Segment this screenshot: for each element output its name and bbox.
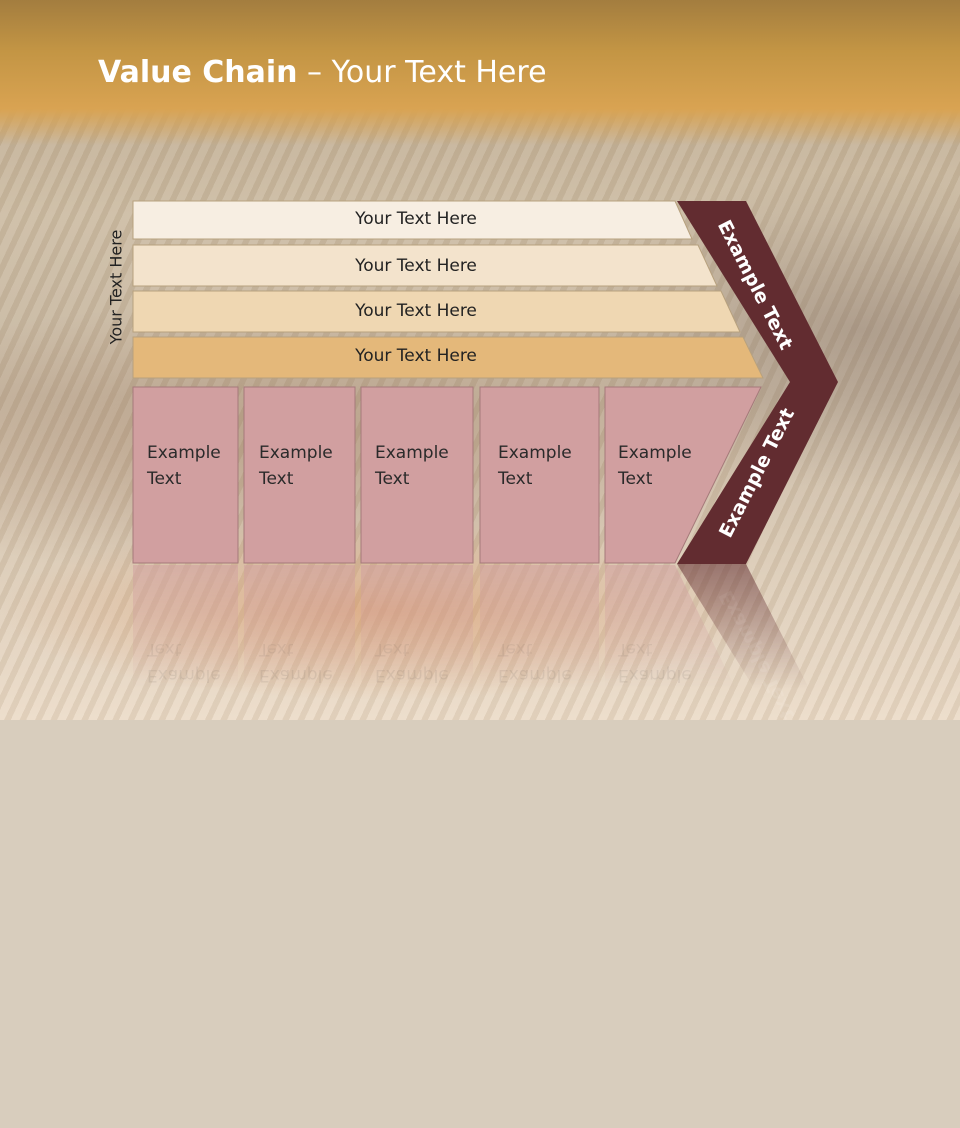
reflected-label-2-line2: Text (259, 639, 294, 659)
activity-box-label-4-line1: Example (498, 443, 572, 463)
activity-box-label-3: Example Text (375, 440, 449, 492)
reflected-label-2-line1: Example (259, 665, 333, 685)
activity-box-5[interactable] (604, 386, 762, 564)
support-bar-2[interactable] (132, 244, 718, 287)
support-bar-label-2: Your Text Here (355, 256, 477, 276)
activity-box-label-3-line2: Text (375, 469, 410, 489)
reflected-label-4-line2: Text (498, 639, 533, 659)
activity-box-label-1-line1: Example (147, 443, 221, 463)
reflected-label-3-line2: Text (375, 639, 410, 659)
slide-title-bold: Value Chain (98, 55, 298, 90)
support-bar-1[interactable] (132, 200, 693, 240)
reflected-label-5-line1: Example (618, 665, 692, 685)
activity-box-3[interactable] (360, 386, 474, 564)
reflected-label-5-line2: Text (618, 639, 653, 659)
activity-box-label-4-line2: Text (498, 469, 533, 489)
margin-arrow-bottom[interactable] (677, 382, 838, 564)
activity-box-2[interactable] (243, 386, 356, 564)
support-bar-3[interactable] (132, 290, 741, 333)
activity-box-label-3-line1: Example (375, 443, 449, 463)
activity-box-label-2-line1: Example (259, 443, 333, 463)
reflected-label-4-line1: Example (498, 665, 572, 685)
activity-box-label-4: Example Text (498, 440, 572, 492)
support-bar-4[interactable] (132, 336, 764, 379)
support-bar-label-3: Your Text Here (355, 301, 477, 321)
activity-box-label-2: Example Text (259, 440, 333, 492)
margin-arrow-top[interactable] (677, 201, 838, 382)
diagram-reflection (133, 564, 825, 720)
activity-box-1[interactable] (132, 386, 239, 564)
reflected-label-1-line1: Example (147, 665, 221, 685)
title-band (0, 0, 960, 145)
activity-box-label-5-line1: Example (618, 443, 692, 463)
support-bar-label-4: Your Text Here (355, 346, 477, 366)
support-bar-label-1: Your Text Here (355, 209, 477, 229)
activity-box-4[interactable] (479, 386, 600, 564)
activity-box-label-2-line2: Text (259, 469, 294, 489)
reflected-label-1-line2: Text (147, 639, 182, 659)
activity-box-label-1-line2: Text (147, 469, 182, 489)
slide-title[interactable]: Value Chain – Your Text Here (98, 55, 547, 90)
value-chain-diagram (132, 200, 838, 720)
reflected-arrow-label: Example Text (714, 586, 800, 724)
reflected-label-3-line1: Example (375, 665, 449, 685)
activity-box-label-5: Example Text (618, 440, 692, 492)
slide-title-rest: – Your Text Here (297, 55, 547, 90)
activity-box-label-5-line2: Text (618, 469, 653, 489)
activity-box-label-1: Example Text (147, 440, 221, 492)
